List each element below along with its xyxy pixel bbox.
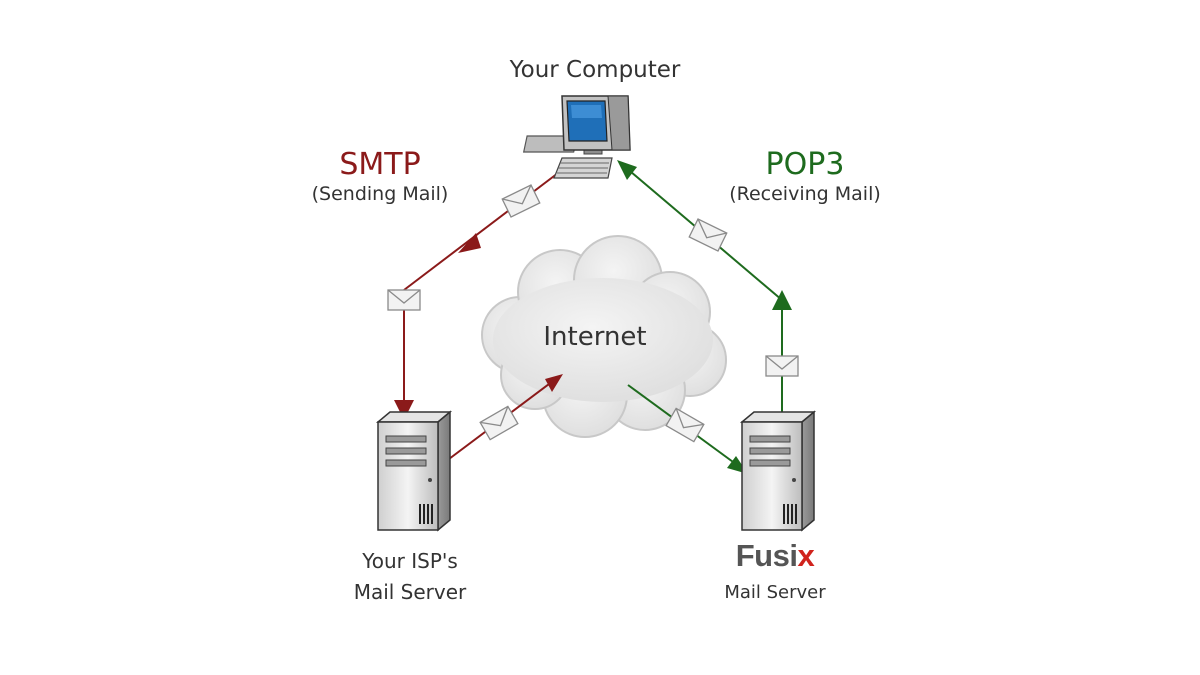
- envelope-icon: [501, 184, 541, 218]
- isp-server-label-line1: Your ISP's: [362, 549, 458, 573]
- fusix-logo: Fusix: [700, 538, 850, 574]
- fusix-server-label: Mail Server: [724, 582, 826, 603]
- envelope-icon: [765, 355, 799, 377]
- smtp-title: SMTP: [339, 147, 421, 182]
- internet-label: Internet: [543, 322, 647, 352]
- cloud-icon: [481, 235, 727, 438]
- smtp-arrowhead: [545, 374, 563, 392]
- pop3-subtitle: (Receiving Mail): [729, 183, 881, 205]
- computer-label: Your Computer: [509, 57, 681, 83]
- smtp-arrowhead: [394, 400, 414, 420]
- smtp-subtitle: (Sending Mail): [311, 183, 449, 205]
- envelope-icon: [665, 407, 705, 443]
- fusix-logo-accent: x: [797, 538, 815, 573]
- fusix-logo-main: Fusi: [735, 538, 798, 573]
- server-tower-icon: [375, 410, 453, 532]
- desktop-computer-icon: [522, 95, 631, 179]
- pop3-title: POP3: [765, 147, 845, 182]
- pop3-arrowhead: [617, 160, 637, 180]
- isp-server-label-line2: Mail Server: [353, 580, 467, 604]
- envelope-icon: [688, 218, 728, 252]
- server-tower-icon: [739, 410, 817, 532]
- envelope-icon: [387, 289, 421, 311]
- envelope-icon: [479, 405, 519, 441]
- pop3-arrowhead: [772, 290, 792, 310]
- isp-server-label: Your ISP's Mail Server: [320, 546, 500, 608]
- smtp-arrowhead: [458, 233, 481, 253]
